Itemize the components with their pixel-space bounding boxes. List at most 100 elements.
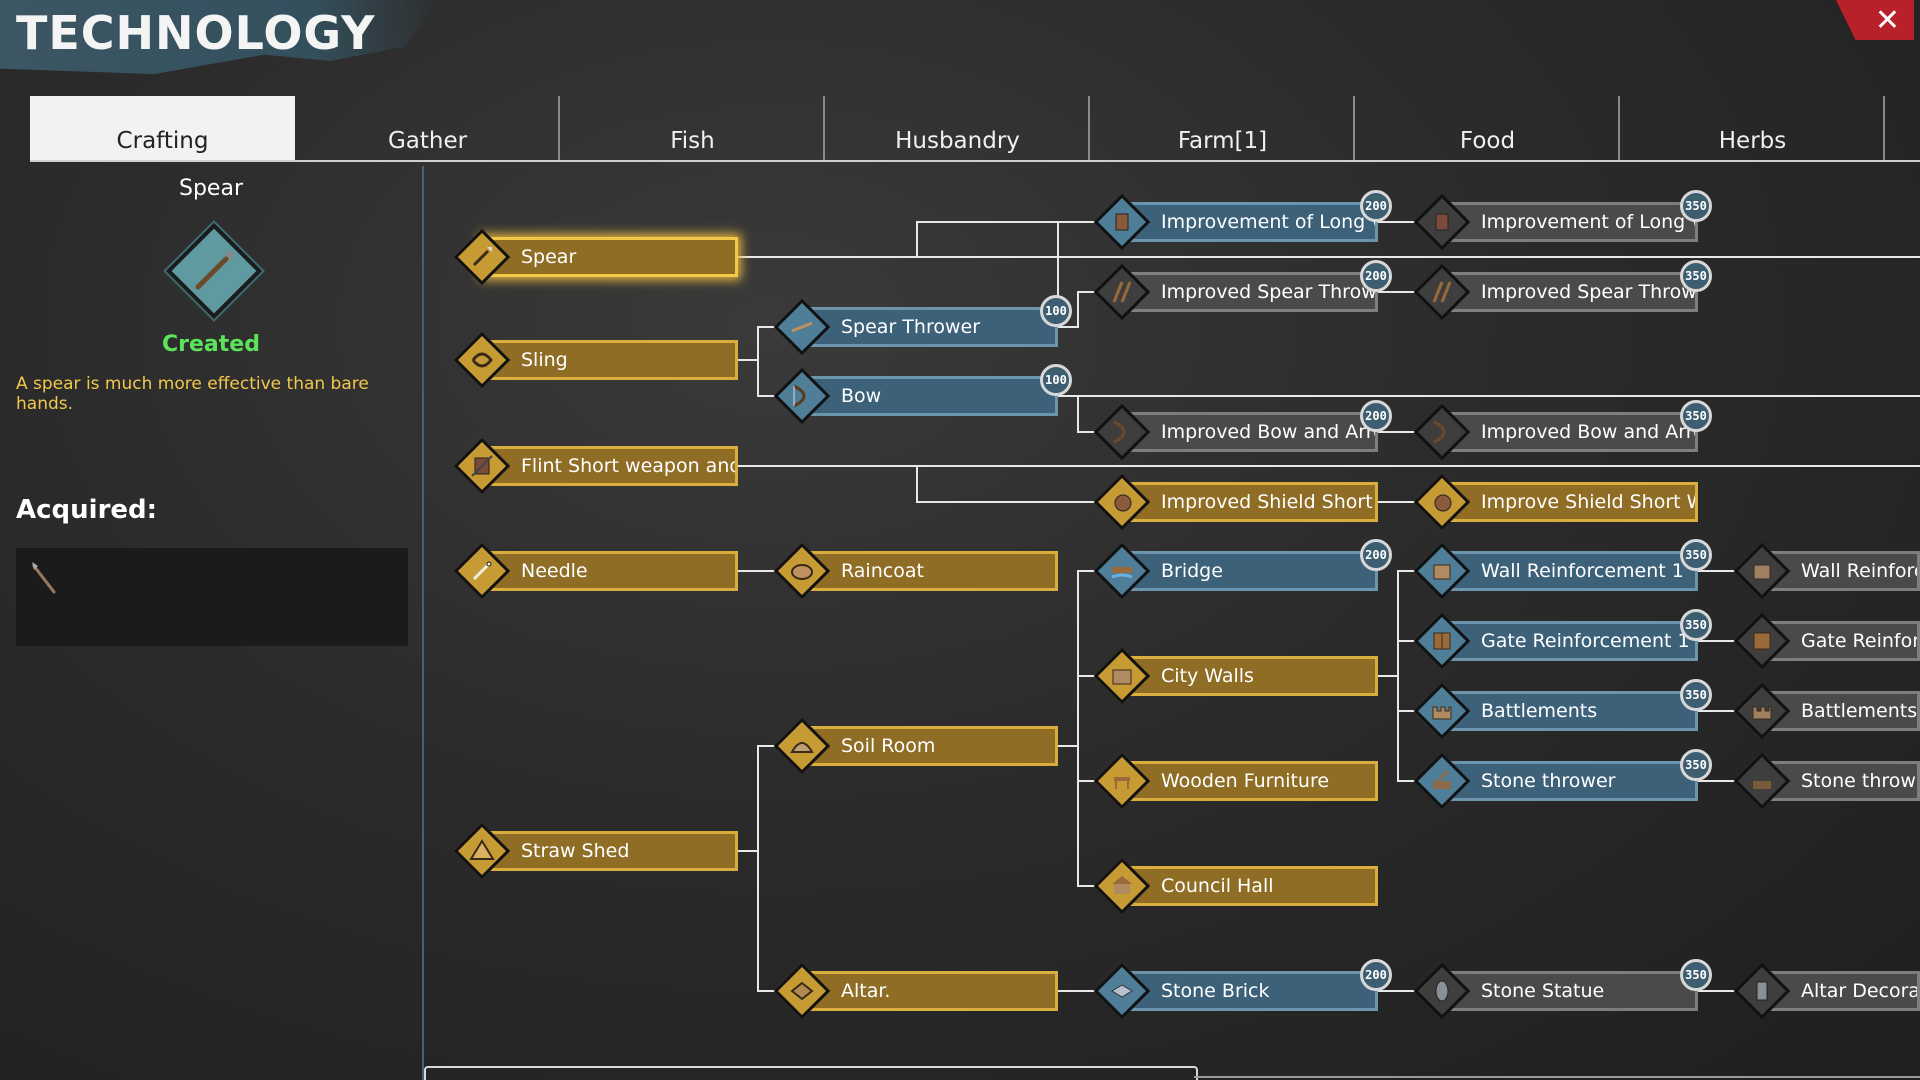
wall-icon [1433, 564, 1451, 580]
tab-gather[interactable]: Gather [295, 96, 560, 160]
tech-node-improved-bow-arrow-2[interactable]: Improved Bow and Arrow 350 [1413, 400, 1712, 461]
cost-badge: 200 [1360, 539, 1392, 571]
acquired-label: Acquired: [16, 495, 158, 525]
acquired-items-box [16, 548, 408, 646]
tech-node-label: Improve Shield Short Wea [1442, 482, 1698, 522]
status-badge: Created [162, 332, 260, 357]
tech-node-label: Spear Thrower [802, 307, 1058, 347]
selected-tech-name: Spear [179, 176, 243, 201]
spear-icon [195, 251, 234, 290]
tech-node-bow[interactable]: Bow 100 [773, 364, 1072, 425]
tech-node-raincoat[interactable]: Raincoat [773, 542, 1058, 600]
tech-node-straw-shed[interactable]: Straw Shed [453, 822, 738, 880]
tech-node-improvement-long-weapon-1[interactable]: Improvement of Long We 200 [1093, 190, 1392, 251]
stone-brick-icon [1111, 984, 1133, 998]
tech-node-label: Stone Statue [1442, 971, 1698, 1011]
flint-weapon-icon [471, 455, 493, 477]
tab-fish[interactable]: Fish [560, 96, 825, 160]
tech-node-label: Spear [482, 237, 738, 277]
furniture-icon [1114, 777, 1130, 789]
statue-icon [1435, 980, 1449, 1002]
category-tabs: Crafting Gather Fish Husbandry Farm[1] F… [30, 96, 1920, 162]
tech-description: A spear is much more effective than bare… [16, 374, 369, 414]
tech-node-label: Battlements [1442, 691, 1698, 731]
tech-node-improved-shield-2[interactable]: Improve Shield Short Wea [1413, 473, 1698, 531]
acquired-item[interactable] [26, 560, 62, 600]
gate-icon [1433, 632, 1451, 650]
tech-node-label: Gate Reinforcement 1 [1442, 621, 1698, 661]
horizontal-scrollbar-thumb[interactable] [424, 1066, 1198, 1080]
wall-icon [1753, 564, 1771, 580]
tab-farm[interactable]: Farm[1] [1090, 96, 1355, 160]
tech-node-altar[interactable]: Altar. [773, 962, 1058, 1020]
tech-node-label: Improved Bow and Arrow [1122, 412, 1378, 452]
tech-node-bridge[interactable]: Bridge 200 [1093, 539, 1392, 600]
tech-node-label: Altar. [802, 971, 1058, 1011]
tech-node-stone-thrower-1[interactable]: Stone thrower 350 [1413, 749, 1712, 810]
cost-badge: 350 [1680, 959, 1712, 991]
tech-node-improved-shield-1[interactable]: Improved Shield Short We [1093, 473, 1378, 531]
tech-node-improved-bow-arrow-1[interactable]: Improved Bow and Arrow 200 [1093, 400, 1392, 461]
tech-node-label: Needle [482, 551, 738, 591]
tab-herbs[interactable]: Herbs [1620, 96, 1885, 160]
tech-node-stone-thrower-2[interactable]: Stone thrower [1733, 752, 1920, 810]
tech-node-wooden-furniture[interactable]: Wooden Furniture [1093, 752, 1378, 810]
tech-node-label: Improved Spear Thrower [1442, 272, 1698, 312]
tech-node-altar-decoration[interactable]: Altar Decoratio [1733, 962, 1920, 1020]
tech-node-city-walls[interactable]: City Walls [1093, 647, 1378, 705]
selected-tech-icon [165, 222, 263, 320]
detail-panel: Spear Created A spear is much more effec… [0, 162, 422, 1080]
cost-badge: 200 [1360, 190, 1392, 222]
tech-node-label: Battlements Re [1762, 691, 1920, 731]
straw-shed-icon [469, 839, 495, 860]
soil-room-icon [790, 742, 814, 753]
tech-node-label: Sling [482, 340, 738, 380]
tech-node-stone-brick[interactable]: Stone Brick 200 [1093, 959, 1392, 1020]
catapult-icon [1433, 769, 1451, 789]
tab-husbandry[interactable]: Husbandry [825, 96, 1090, 160]
tech-node-sling[interactable]: Sling [453, 331, 738, 389]
raincoat-icon [791, 564, 813, 580]
tech-node-stone-statue[interactable]: Stone Statue 350 [1413, 959, 1712, 1020]
tech-node-improvement-long-weapon-2[interactable]: Improvement of Long We 350 [1413, 190, 1712, 251]
tech-node-soil-room[interactable]: Soil Room [773, 717, 1058, 775]
battlements-icon [1752, 706, 1772, 720]
altar-deco-icon [1756, 981, 1768, 1001]
tech-node-label: Stone thrower [1442, 761, 1698, 801]
tech-node-improved-spear-thrower-1[interactable]: Improved Spear Thrower 200 [1093, 260, 1392, 321]
tech-node-battlements-1[interactable]: Battlements 350 [1413, 679, 1712, 740]
tab-crafting[interactable]: Crafting [30, 96, 295, 160]
tech-node-label: Bow [802, 376, 1058, 416]
spear-thrower-icon [1112, 281, 1132, 303]
tech-node-wall-reinforcement-2[interactable]: Wall Reinforce [1733, 542, 1920, 600]
spear-icon [32, 562, 56, 594]
tech-node-gate-reinforcement-1[interactable]: Gate Reinforcement 1 350 [1413, 609, 1712, 670]
tab-food[interactable]: Food [1355, 96, 1620, 160]
tech-node-flint-weapon[interactable]: Flint Short weapon and Sh [453, 437, 738, 495]
tech-node-needle[interactable]: Needle [453, 542, 738, 600]
tech-node-spear[interactable]: Spear [453, 228, 738, 286]
bridge-icon [1111, 567, 1133, 579]
tech-node-label: Raincoat [802, 551, 1058, 591]
tech-node-battlements-2[interactable]: Battlements Re [1733, 682, 1920, 740]
tech-node-spear-thrower[interactable]: Spear Thrower 100 [773, 295, 1072, 356]
cost-badge: 350 [1680, 609, 1712, 641]
bow-icon [1113, 420, 1126, 444]
long-weapon-icon [1435, 213, 1449, 231]
tech-node-label: Bridge [1122, 551, 1378, 591]
long-weapon-icon [1115, 213, 1129, 231]
cost-badge: 350 [1680, 679, 1712, 711]
tech-node-label: City Walls [1122, 656, 1378, 696]
tech-node-wall-reinforcement-1[interactable]: Wall Reinforcement 1 350 [1413, 539, 1712, 600]
tech-node-label: Improvement of Long We [1442, 202, 1698, 242]
city-walls-icon [1112, 669, 1132, 685]
horizontal-scrollbar-track[interactable] [1194, 1076, 1920, 1078]
cost-badge: 100 [1040, 295, 1072, 327]
cost-badge: 350 [1680, 400, 1712, 432]
tech-node-council-hall[interactable]: Council Hall [1093, 857, 1378, 915]
tech-node-gate-reinforcement-2[interactable]: Gate Reinforce [1733, 612, 1920, 670]
tech-node-label: Gate Reinforce [1762, 621, 1920, 661]
bow-icon [1433, 420, 1446, 444]
tech-node-improved-spear-thrower-2[interactable]: Improved Spear Thrower 350 [1413, 260, 1712, 321]
